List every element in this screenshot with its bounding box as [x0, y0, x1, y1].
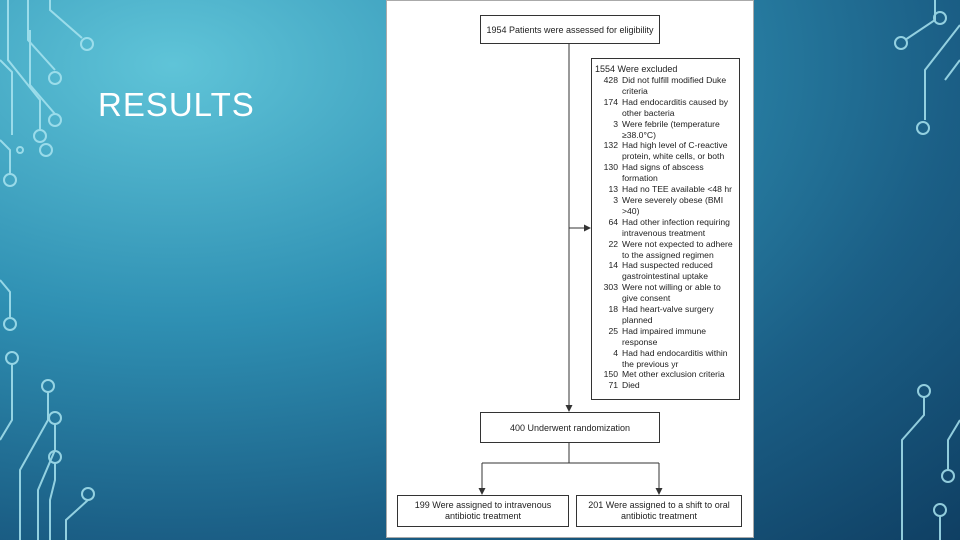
oral-arm-text: 201 Were assigned to a shift to oral ant…: [588, 500, 730, 521]
exclusion-item: 303 Were not willing or able to give cons…: [595, 282, 736, 304]
exclusion-reason: Had high level of C-reactive protein, wh…: [622, 140, 728, 162]
exclusion-count: 3: [613, 194, 618, 205]
exclusion-item: 4 Had had endocarditis within the previou…: [595, 348, 736, 370]
exclusion-count: 303: [603, 282, 618, 293]
exclusion-item: 132 Had high level of C-reactive protein,…: [595, 140, 736, 162]
slide-title: RESULTS: [98, 86, 255, 123]
intravenous-arm-text: 199 Were assigned to intravenous antibio…: [414, 500, 552, 521]
excluded-box: 1554 Were excluded 428 Did not fulfill mo…: [591, 58, 740, 400]
exclusion-count: 14: [608, 260, 618, 271]
exclusion-count: 150: [603, 369, 618, 380]
exclusion-reason: Met other exclusion criteria: [622, 369, 725, 380]
intravenous-arm-box: 199 Were assigned to intravenous antibio…: [397, 495, 569, 527]
exclusion-count: 13: [608, 184, 618, 195]
exclusion-item: 3 Were febrile (temperature ≥38.0°C): [595, 119, 736, 141]
exclusion-count: 428: [603, 75, 618, 85]
exclusion-count: 22: [608, 238, 618, 249]
exclusion-item: 14 Had suspected reduced gastrointestinal…: [595, 260, 736, 282]
exclusion-reason: Had signs of abscess formation: [622, 162, 704, 184]
exclusion-reason: Had impaired immune response: [622, 325, 707, 347]
exclusion-count: 174: [603, 96, 618, 107]
assessed-text: 1954 Patients were assessed for eligibil…: [486, 24, 654, 35]
exclusion-item: 22 Were not expected to adhere to the ass…: [595, 239, 736, 261]
exclusion-item: 130 Had signs of abscess formation: [595, 162, 736, 184]
excluded-list: 428 Did not fulfill modified Duke criteri…: [595, 75, 736, 391]
exclusion-count: 4: [613, 347, 618, 358]
exclusion-count: 132: [603, 140, 618, 151]
exclusion-count: 64: [608, 216, 618, 227]
randomization-text: 400 Underwent randomization: [509, 422, 631, 433]
exclusion-item: 18 Had heart-valve surgery planned: [595, 304, 736, 326]
exclusion-count: 71: [608, 380, 618, 391]
exclusion-reason: Had no TEE available <48 hr: [622, 184, 732, 195]
exclusion-reason: Had heart-valve surgery planned: [622, 304, 714, 325]
flowchart-panel: 1954 Patients were assessed for eligibil…: [386, 0, 754, 538]
exclusion-item: 428 Did not fulfill modified Duke criteri…: [595, 75, 736, 97]
exclusion-reason: Were febrile (temperature ≥38.0°C): [622, 118, 720, 140]
excluded-header: 1554 Were excluded: [595, 64, 678, 74]
exclusion-item: 25 Had impaired immune response: [595, 326, 736, 348]
exclusion-reason: Died: [622, 380, 640, 391]
assessed-box: 1954 Patients were assessed for eligibil…: [480, 15, 660, 44]
exclusion-item: 3 Were severely obese (BMI >40): [595, 195, 736, 217]
exclusion-reason: Were not expected to adhere to the assig…: [622, 238, 733, 260]
exclusion-reason: Had other infection requiring intravenou…: [622, 216, 730, 238]
exclusion-item: 13 Had no TEE available <48 hr: [595, 184, 736, 195]
randomization-box: 400 Underwent randomization: [480, 412, 660, 443]
exclusion-reason: Had had endocarditis within the previous…: [622, 347, 728, 369]
exclusion-item: 64 Had other infection requiring intraven…: [595, 217, 736, 239]
oral-arm-box: 201 Were assigned to a shift to oral ant…: [576, 495, 742, 527]
exclusion-reason: Had endocarditis caused by other bacteri…: [622, 96, 729, 118]
exclusion-item: 71 Died: [595, 380, 736, 391]
exclusion-item: 150 Met other exclusion criteria: [595, 369, 736, 380]
exclusion-reason: Did not fulfill modified Duke criteria: [622, 75, 727, 96]
exclusion-reason: Had suspected reduced gastrointestinal u…: [622, 260, 713, 282]
exclusion-count: 130: [603, 162, 618, 173]
exclusion-count: 18: [608, 304, 618, 315]
exclusion-reason: Were not willing or able to give consent: [622, 282, 721, 304]
exclusion-reason: Were severely obese (BMI >40): [622, 194, 724, 216]
flowchart-connectors: [478, 44, 663, 495]
exclusion-item: 174 Had endocarditis caused by other bact…: [595, 97, 736, 119]
exclusion-count: 3: [613, 118, 618, 129]
exclusion-count: 25: [608, 325, 618, 336]
